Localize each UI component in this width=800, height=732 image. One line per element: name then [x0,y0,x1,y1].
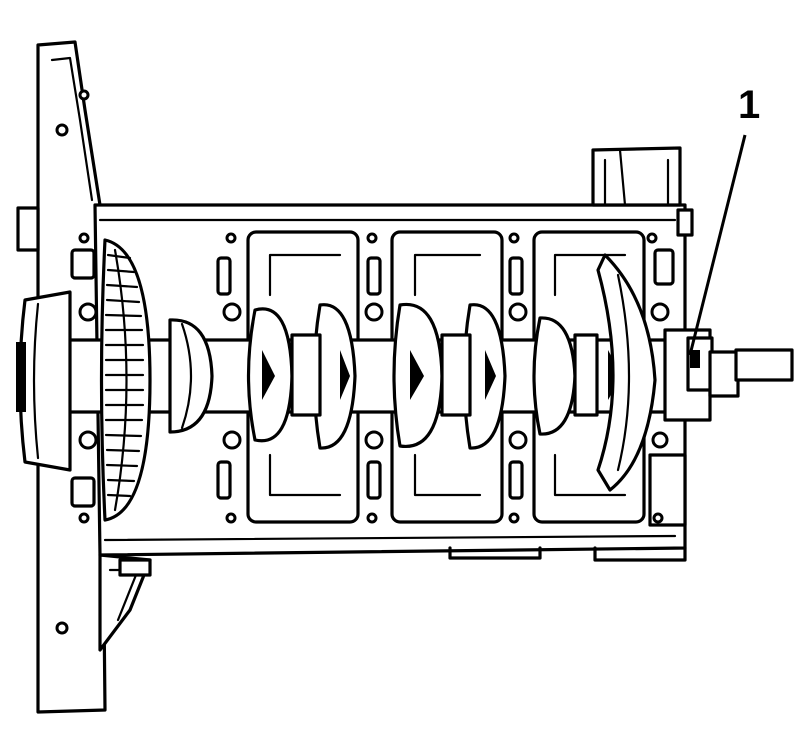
callout-label: 1 [738,83,760,127]
callout-1: 1 [688,83,760,356]
crankshaft [16,238,794,522]
leader-line [688,134,747,356]
reluctor-teeth [104,253,145,498]
